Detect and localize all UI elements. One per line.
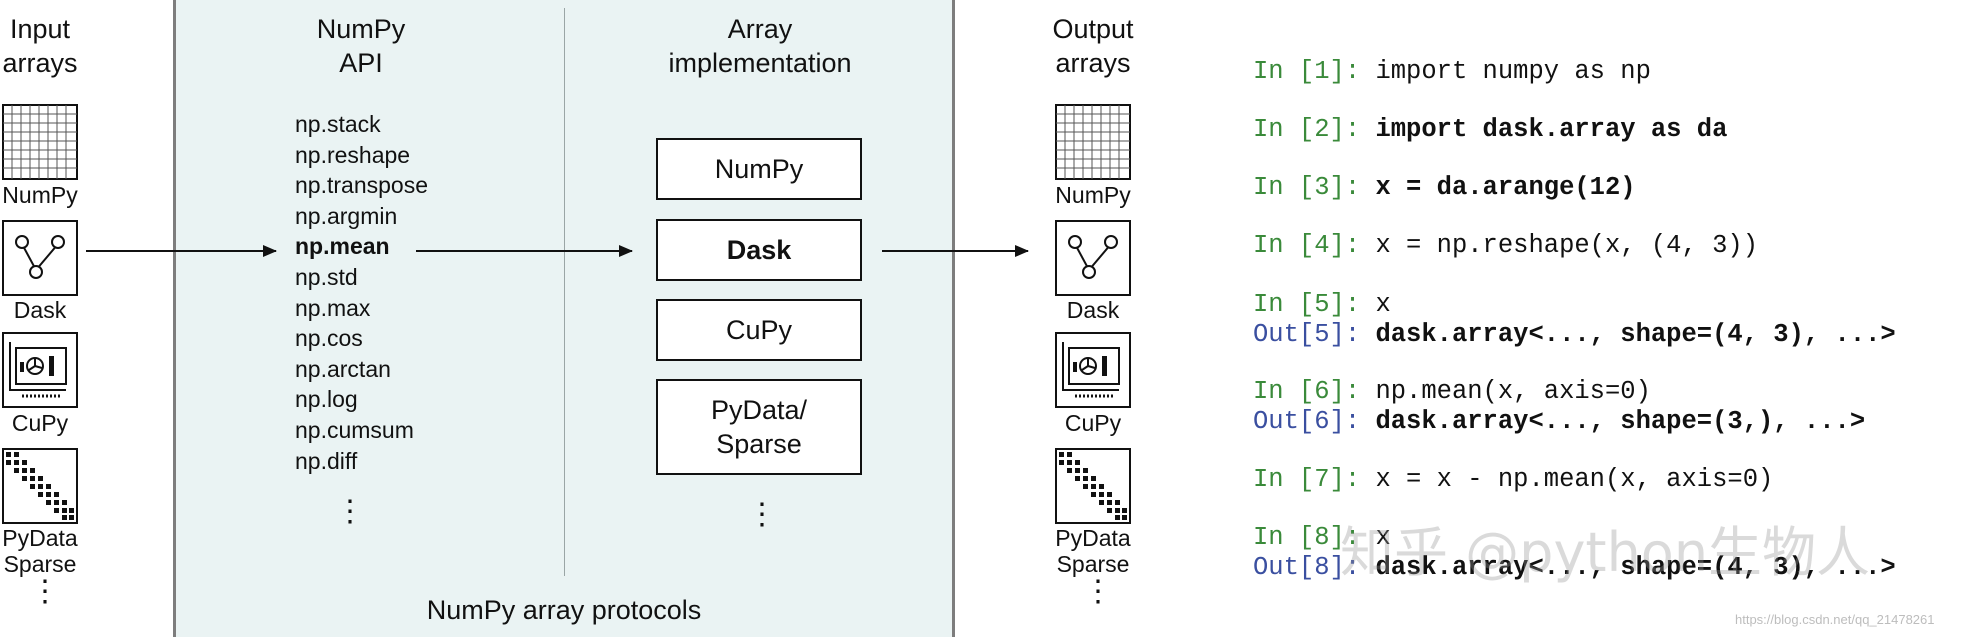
- api-function-item: np.arctan: [295, 355, 391, 382]
- api-function-item: np.max: [295, 294, 371, 321]
- api-function-item: np.transpose: [295, 172, 428, 199]
- impl-box-dask: Dask: [656, 219, 862, 281]
- output-numpy-label: NumPy: [1055, 182, 1131, 208]
- in-prompt: In [2]:: [1253, 115, 1361, 144]
- numpy-api-function-list: np.stack np.reshape np.transpose np.argmin n…: [295, 109, 428, 476]
- code-cell: In [3]: x = da.arange(12): [1253, 173, 1636, 203]
- input-dask-label: Dask: [13, 297, 67, 323]
- watermark-url: https://blog.csdn.net/qq_21478261: [1735, 612, 1935, 627]
- output-value: dask.array<..., shape=(4, 3), ...>: [1375, 553, 1896, 582]
- api-function-item: np.stack: [295, 111, 381, 137]
- sparse-matrix-icon: [2, 448, 78, 524]
- array-protocols-label: NumPy array protocols: [426, 595, 702, 625]
- output-arrays-header: Output arrays: [1052, 14, 1134, 78]
- output-value: dask.array<..., shape=(4, 3), ...>: [1375, 320, 1896, 349]
- api-function-item: np.reshape: [295, 141, 411, 168]
- array-implementation-header: Array implementation: [668, 14, 852, 78]
- in-prompt: In [3]:: [1253, 173, 1361, 202]
- cupy-gpu-icon: [1055, 332, 1131, 408]
- out-prompt: Out[6]:: [1253, 407, 1361, 436]
- input-more-dots: ⋮: [30, 575, 60, 608]
- input-code: x = da.arange(12): [1375, 173, 1636, 202]
- in-prompt: In [7]:: [1253, 465, 1361, 494]
- input-code: x: [1375, 290, 1391, 319]
- api-function-item: np.std: [295, 263, 358, 290]
- impl-box-numpy: NumPy: [656, 138, 862, 200]
- input-arrays-header: Input arrays: [2, 14, 78, 78]
- in-prompt: In [8]:: [1253, 523, 1361, 552]
- input-code: import numpy as np: [1375, 57, 1651, 86]
- api-function-item: np.diff: [295, 447, 358, 474]
- output-cupy-label: CuPy: [1064, 410, 1122, 436]
- input-sparse-label: PyData Sparse: [2, 525, 78, 577]
- dask-graph-icon: [2, 220, 78, 296]
- input-code: x = np.reshape(x, (4, 3)): [1375, 231, 1758, 260]
- in-prompt: In [5]:: [1253, 290, 1361, 319]
- code-cell: In [7]: x = x - np.mean(x, axis=0): [1253, 465, 1773, 495]
- impl-more-dots: ⋮: [747, 498, 777, 531]
- output-dask-label: Dask: [1066, 297, 1120, 323]
- code-cell: In [6]: np.mean(x, axis=0) Out[6]: dask.a…: [1253, 377, 1865, 437]
- api-function-item: np.log: [295, 386, 358, 413]
- watermark-text: 知乎 @python生物人: [1340, 521, 1871, 584]
- output-sparse-label: PyData Sparse: [1055, 525, 1131, 577]
- numpy-grid-icon: [1055, 104, 1131, 180]
- input-code: x = x - np.mean(x, axis=0): [1375, 465, 1774, 494]
- impl-box-pydata-sparse: PyData/ Sparse: [656, 379, 862, 475]
- code-cell: In [2]: import dask.array as da: [1253, 115, 1727, 145]
- impl-box-cupy: CuPy: [656, 299, 862, 361]
- panel-divider: [564, 8, 565, 576]
- api-function-item: np.cumsum: [295, 416, 414, 443]
- cupy-gpu-icon: [2, 332, 78, 408]
- sparse-matrix-icon: [1055, 448, 1131, 524]
- api-function-item: np.cos: [295, 325, 363, 352]
- dask-graph-icon: [1055, 220, 1131, 296]
- output-more-dots: ⋮: [1083, 575, 1113, 608]
- input-code: np.mean(x, axis=0): [1375, 377, 1651, 406]
- numpy-api-header: NumPy API: [316, 14, 406, 78]
- in-prompt: In [1]:: [1253, 57, 1361, 86]
- in-prompt: In [4]:: [1253, 231, 1361, 260]
- code-cell: In [4]: x = np.reshape(x, (4, 3)): [1253, 231, 1758, 261]
- api-function-item: np.mean: [295, 233, 390, 260]
- input-code: x: [1375, 523, 1391, 552]
- input-cupy-label: CuPy: [11, 410, 69, 436]
- out-prompt: Out[8]:: [1253, 553, 1361, 582]
- input-code: import dask.array as da: [1375, 115, 1728, 144]
- code-cell: In [1]: import numpy as np: [1253, 57, 1651, 87]
- out-prompt: Out[5]:: [1253, 320, 1361, 349]
- in-prompt: In [6]:: [1253, 377, 1361, 406]
- numpy-grid-icon: [2, 104, 78, 180]
- input-numpy-label: NumPy: [2, 182, 78, 208]
- output-value: dask.array<..., shape=(3,), ...>: [1375, 407, 1866, 436]
- api-function-item: np.argmin: [295, 202, 398, 229]
- api-more-dots: ⋮: [335, 495, 365, 528]
